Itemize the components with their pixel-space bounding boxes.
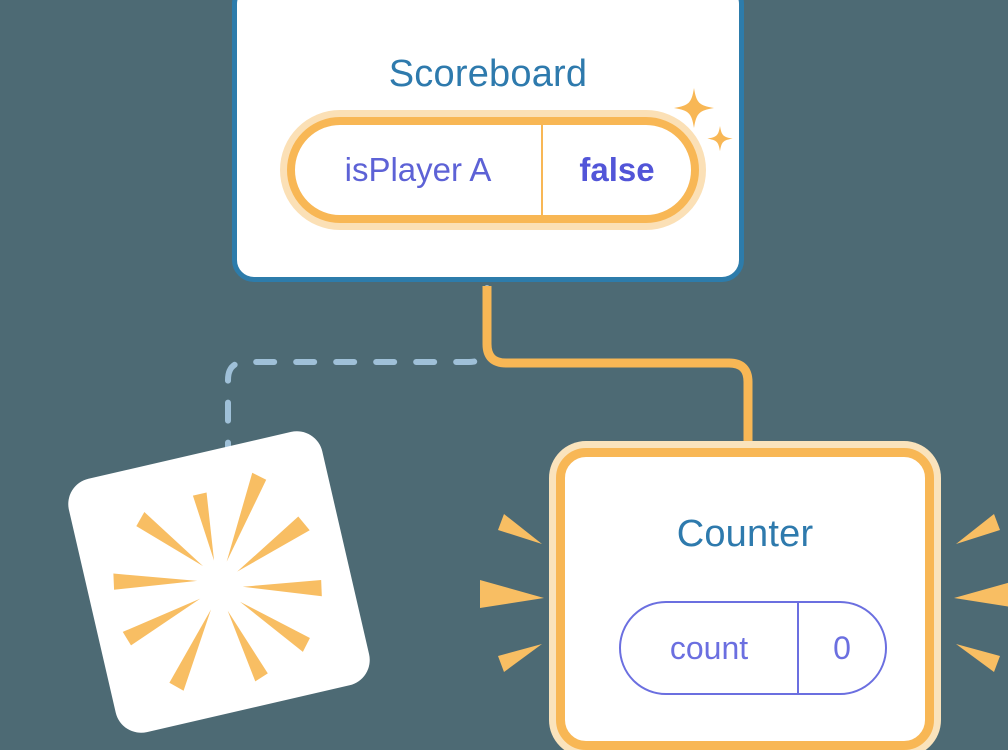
- scoreboard-title: Scoreboard: [388, 53, 588, 95]
- counter-state-key: count: [621, 603, 799, 693]
- scoreboard-state-value: false: [579, 151, 655, 188]
- scoreboard-state-pill[interactable]: isPlayer A false: [287, 117, 699, 223]
- counter-title: Counter: [676, 513, 814, 555]
- counter-state-value: 0: [833, 629, 851, 666]
- connector-scoreboard-to-blank-card: [225, 285, 490, 473]
- counter-state-pill[interactable]: count 0: [619, 601, 887, 695]
- connector-scoreboard-to-counter: [482, 286, 753, 470]
- scoreboard-card[interactable]: Scoreboard isPlayer A false: [232, 0, 744, 282]
- scoreboard-state-key: isPlayer A: [295, 125, 543, 215]
- counter-card[interactable]: Counter count 0: [556, 448, 934, 750]
